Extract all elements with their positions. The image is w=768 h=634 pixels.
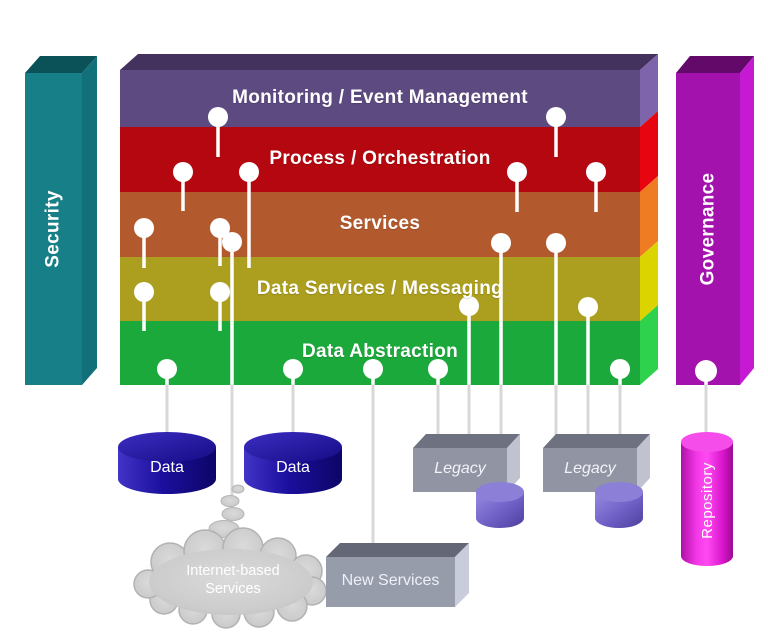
connector-pin	[173, 162, 193, 211]
connector-pin	[428, 359, 448, 385]
layer-process-side	[640, 111, 658, 192]
legacy-db-cylinder	[595, 482, 643, 528]
legacy-box-top-face	[413, 434, 520, 448]
security-pillar-front-face	[25, 73, 82, 385]
layer-abstraction-side	[640, 305, 658, 385]
new-services-side-face	[455, 543, 469, 607]
governance-pillar-front-face	[676, 73, 740, 385]
layer-services-side	[640, 176, 658, 257]
connector-pin	[546, 107, 566, 157]
new-services-front-face	[326, 557, 455, 607]
governance-pillar-side-face	[740, 56, 754, 385]
repository-cylinder	[681, 432, 733, 566]
governance-pillar	[676, 56, 754, 385]
connector-pin	[283, 359, 303, 385]
connector-pin	[239, 162, 259, 268]
connector-pin	[578, 297, 598, 385]
connector-pin	[134, 218, 154, 268]
layer-stack	[120, 54, 658, 385]
layer-dataservices-front	[120, 257, 640, 321]
connector-pin	[586, 162, 606, 212]
connector-pin	[491, 233, 511, 385]
security-pillar	[25, 56, 97, 385]
connector-pin	[222, 232, 242, 385]
legacy-box	[543, 434, 650, 492]
layer-monitoring-side	[640, 54, 658, 127]
security-pillar-top-face	[25, 56, 97, 73]
connector-pins	[134, 107, 717, 385]
legacy-box-top-face	[543, 434, 650, 448]
legacy-db-cylinder	[476, 482, 524, 528]
legacy-box-side-face	[637, 434, 650, 492]
governance-pillar-top-face	[676, 56, 754, 73]
connector-pin	[363, 359, 383, 385]
connector-pin	[459, 296, 479, 385]
layer-process-front	[120, 127, 640, 192]
connector-pin	[210, 282, 230, 331]
connector-pin	[134, 282, 154, 331]
connector-pin	[208, 107, 228, 157]
data-store-cylinder	[118, 432, 216, 494]
new-services-top-face	[326, 543, 469, 557]
connector-pin	[210, 218, 230, 266]
security-pillar-side-face	[82, 56, 97, 385]
layer-dataservices-side	[640, 241, 658, 321]
stack-top-face	[120, 54, 658, 70]
new-services-box	[326, 543, 469, 607]
data-store-cylinder	[244, 432, 342, 494]
connector-pin	[507, 162, 527, 212]
connector-pin	[546, 233, 566, 385]
legacy-box-side-face	[507, 434, 520, 492]
internet-cloud	[133, 527, 327, 629]
connector-pin	[157, 359, 177, 385]
connector-pin	[610, 359, 630, 385]
connector-pin	[695, 360, 717, 385]
resource-connector-lines	[165, 385, 708, 548]
